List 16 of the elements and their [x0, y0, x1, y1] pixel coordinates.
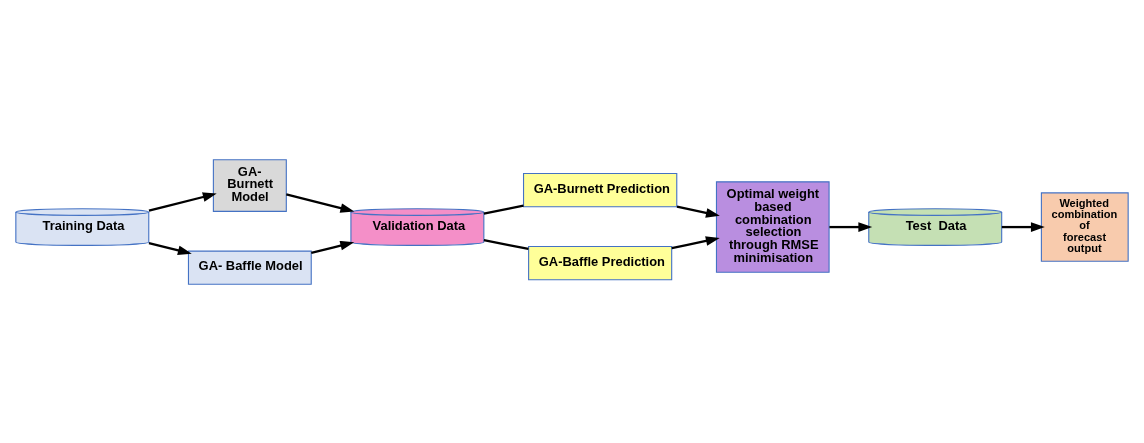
arrow: [829, 221, 873, 232]
arrow: [676, 204, 720, 218]
arrow: [148, 191, 217, 212]
arrow: [1001, 221, 1045, 232]
node-box: GA-Baffle Prediction: [528, 245, 673, 280]
connector: [483, 204, 524, 215]
node-box: Optimal weight based combination selection through RMSE minimisation: [715, 180, 830, 273]
connector: [483, 238, 529, 250]
node-box: GA- Baffle Model: [187, 250, 312, 285]
arrow: [148, 241, 192, 255]
arrow: [286, 192, 355, 213]
arrow: [671, 235, 720, 249]
node-box: GA-Burnett Prediction: [523, 172, 678, 207]
node-box: GA- Burnett Model: [212, 158, 287, 212]
node-box: Weighted combination of forecast output: [1040, 191, 1129, 262]
arrow: [311, 240, 355, 254]
